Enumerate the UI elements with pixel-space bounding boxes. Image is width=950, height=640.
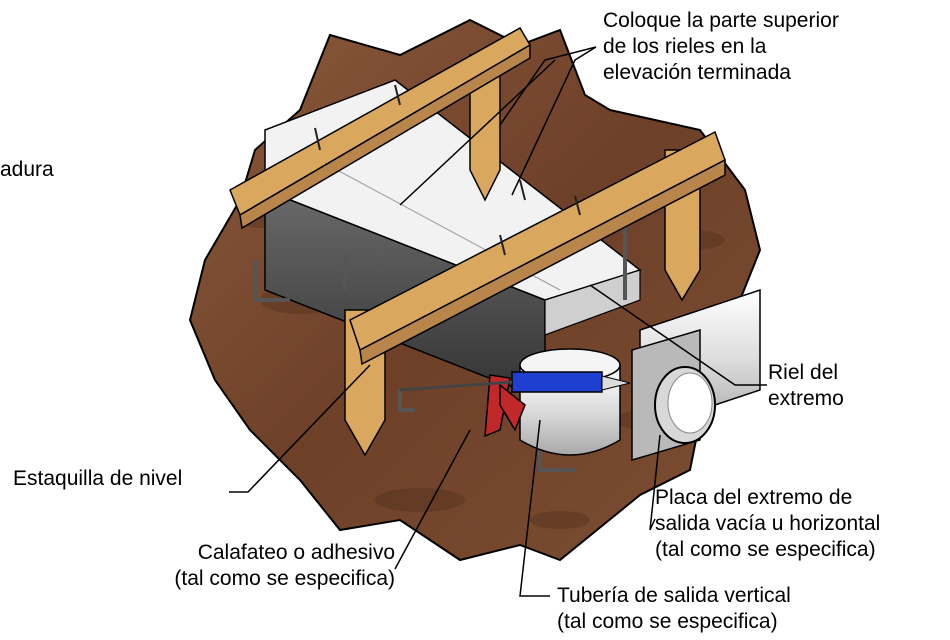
- label-end-plate: Placa del extremo de salida vacía u hori…: [655, 485, 880, 563]
- caulk-gun: [399, 371, 631, 438]
- label-line: salida vacía u horizontal: [655, 512, 881, 535]
- label-partial-left: adura: [0, 157, 54, 183]
- label-line: Riel del: [768, 361, 839, 384]
- label-line: (tal como se especifica): [557, 610, 778, 633]
- rail-clips: [314, 84, 581, 256]
- label-line: extremo: [768, 387, 844, 410]
- label-line: adura: [0, 158, 54, 181]
- label-line: Coloque la parte superior: [603, 9, 839, 32]
- label-caulk: Calafateo o adhesivo (tal como se especi…: [115, 540, 395, 592]
- label-line: (tal como se especifica): [655, 538, 876, 561]
- label-end-rail: Riel del extremo: [768, 360, 844, 412]
- channel-end-face: [544, 269, 641, 336]
- label-line: elevación terminada: [603, 61, 791, 84]
- label-top-rails: Coloque la parte superior de los rieles …: [603, 8, 839, 86]
- label-vertical-pipe: Tubería de salida vertical (tal como se …: [557, 583, 791, 635]
- label-line: de los rieles en la: [603, 35, 767, 58]
- leader-lines: [229, 46, 767, 597]
- label-level-stake: Estaquilla de nivel: [13, 466, 182, 492]
- label-line: Placa del extremo de: [655, 486, 853, 509]
- label-line: Tubería de salida vertical: [557, 584, 791, 607]
- label-line: Calafateo o adhesivo: [197, 541, 395, 564]
- label-line: (tal como se especifica): [174, 567, 395, 590]
- label-line: Estaquilla de nivel: [13, 467, 183, 490]
- caulk-tube: [511, 371, 603, 393]
- wood-rails: [229, 26, 726, 366]
